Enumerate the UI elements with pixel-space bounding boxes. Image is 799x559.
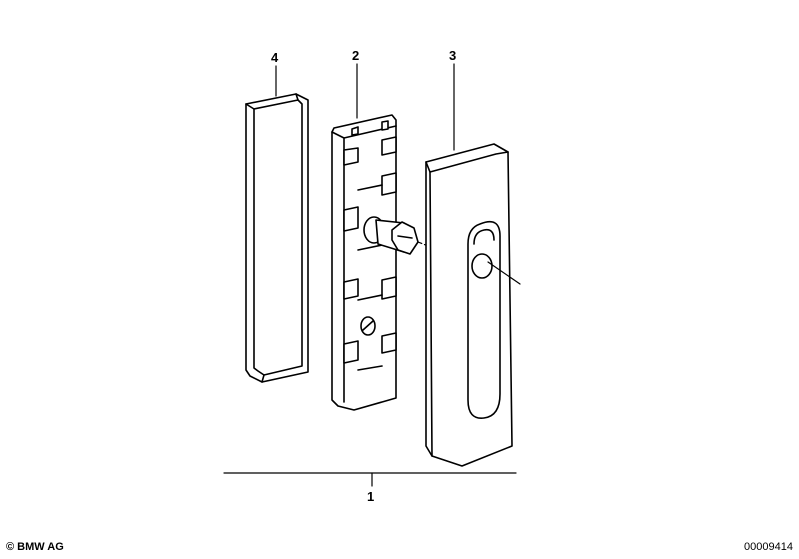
gasket-frame-icon (245, 93, 309, 383)
handle-housing-icon (425, 143, 521, 467)
callout-1: 1 (367, 489, 374, 504)
hinge-bracket-icon (331, 114, 429, 411)
callout-2: 2 (352, 48, 359, 63)
diagram-id-label: 00009414 (744, 541, 793, 553)
leader-lines (223, 63, 517, 487)
copyright-label: © BMW AG (6, 541, 64, 553)
callout-3: 3 (449, 48, 456, 63)
callout-4: 4 (271, 50, 279, 65)
